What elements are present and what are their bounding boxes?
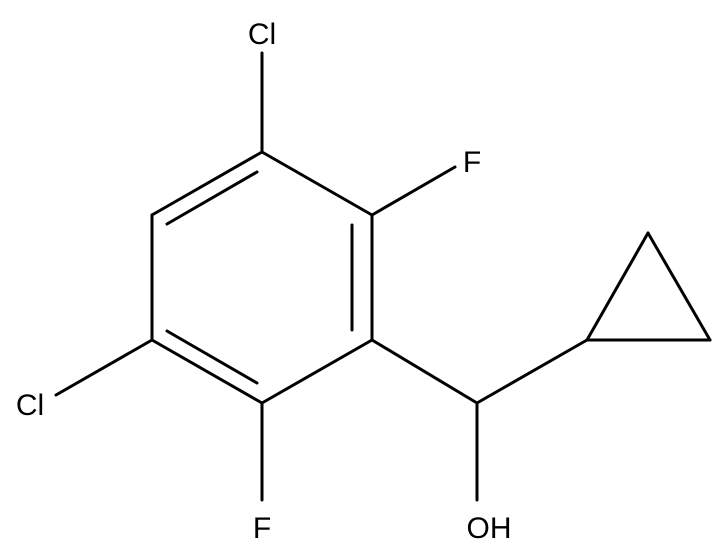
bond-c4-c5 [150,338,264,405]
bond-c6-c1 [150,150,264,217]
bond-cp1-cp2 [585,231,650,342]
bond-c3-c4 [260,338,374,405]
atom-label-cl-left: Cl [16,389,44,422]
atom-label-f-top: F [463,146,481,179]
bond-c3-ch [370,338,479,405]
bond-c5-cl [54,338,154,397]
double-bond-c1-c6 [165,170,259,226]
atom-label-cl-top: Cl [248,18,276,51]
bond-c1-c2 [260,150,374,217]
bond-ch-cyclopropyl [475,338,589,405]
double-bond-c4-c5 [165,329,259,385]
bond-cp2-cp3 [646,231,712,342]
atom-label-f-bottom: F [253,512,271,545]
bond-c2-f [370,165,457,217]
atom-label-oh: OH [467,512,512,545]
